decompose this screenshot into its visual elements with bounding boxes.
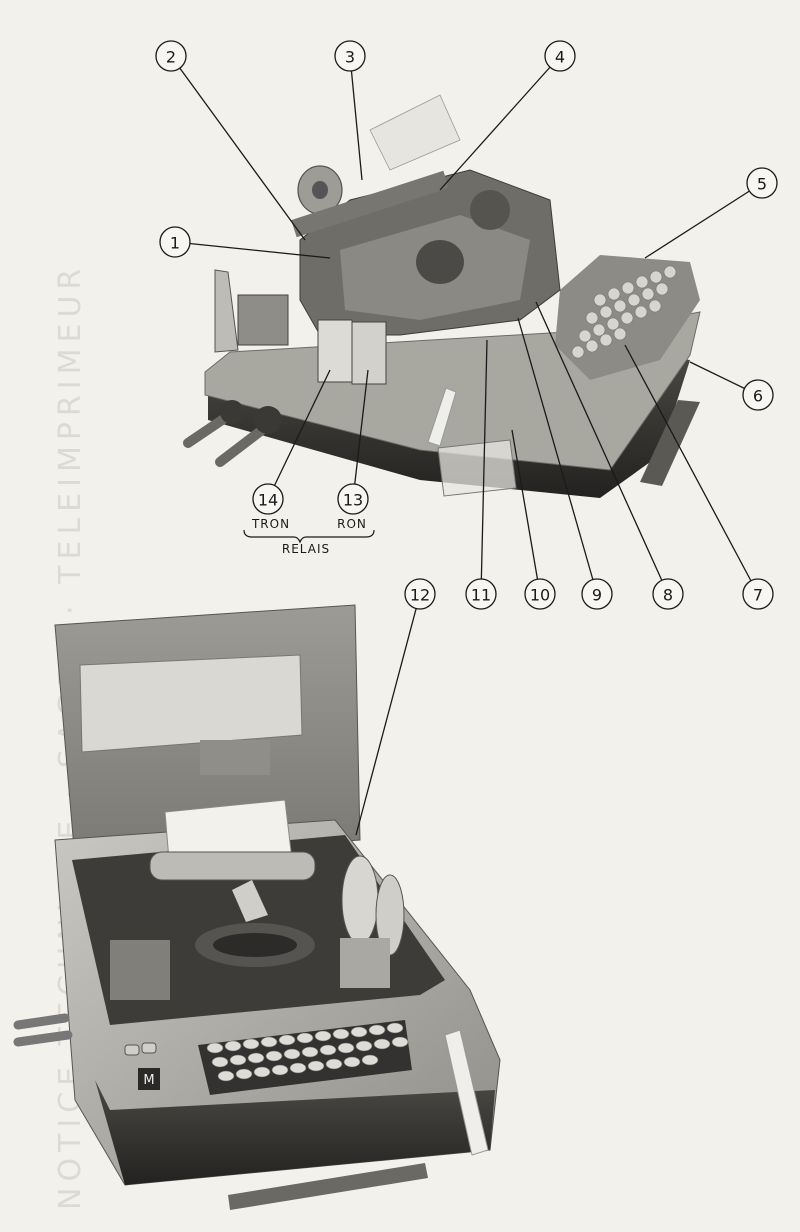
- leader-line-5: [644, 182, 763, 259]
- callout-circle-12: [404, 578, 436, 610]
- callout-number-14: 14: [258, 491, 278, 510]
- callout-6: 6: [742, 379, 774, 411]
- callout-circle-9: [581, 578, 613, 610]
- relay-ron: [351, 321, 387, 385]
- callout-circle-5: [746, 167, 778, 199]
- callout-14: 14: [252, 483, 284, 515]
- relay-group: TRON RON RELAIS: [243, 517, 375, 556]
- leader-line-8: [535, 301, 669, 595]
- leader-line-2: [170, 55, 306, 241]
- callout-leader-lines: [170, 55, 763, 836]
- callout-number-1: 1: [170, 234, 180, 253]
- callout-circle-13: [337, 483, 369, 515]
- callout-number-4: 4: [555, 48, 565, 67]
- leader-line-4: [439, 55, 561, 191]
- callout-number-5: 5: [757, 175, 767, 194]
- callout-number-12: 12: [410, 586, 430, 605]
- callout-10: 10: [524, 578, 556, 610]
- callout-12: 12: [404, 578, 436, 610]
- leader-line-14: [267, 369, 331, 500]
- relay-group-label: RELAIS: [282, 542, 330, 556]
- leader-line-9: [517, 317, 598, 595]
- relay-label-ron: RON: [337, 517, 367, 531]
- leader-line-13: [352, 369, 369, 500]
- callout-8: 8: [652, 578, 684, 610]
- callout-4: 4: [544, 40, 576, 72]
- callout-1: 1: [159, 226, 191, 258]
- callout-number-6: 6: [753, 387, 763, 406]
- callout-number-8: 8: [663, 586, 673, 605]
- callout-number-2: 2: [166, 48, 176, 67]
- leader-line-12: [355, 593, 421, 836]
- callout-number-11: 11: [471, 586, 491, 605]
- callout-circle-8: [652, 578, 684, 610]
- callout-circle-6: [742, 379, 774, 411]
- callout-number-9: 9: [592, 586, 602, 605]
- callout-11: 11: [465, 578, 497, 610]
- callout-2: 2: [155, 40, 187, 72]
- leader-line-1: [174, 241, 331, 259]
- callout-5: 5: [746, 167, 778, 199]
- callout-circle-3: [334, 40, 366, 72]
- callout-circle-2: [155, 40, 187, 72]
- callout-circle-4: [544, 40, 576, 72]
- callout-9: 9: [581, 578, 613, 610]
- callout-3: 3: [334, 40, 366, 72]
- relay-tron: [317, 319, 353, 383]
- leader-line-7: [624, 344, 759, 595]
- bottom-machine-photo: M: [13, 604, 501, 1210]
- callout-circle-7: [742, 578, 774, 610]
- leader-line-3: [349, 55, 363, 181]
- callout-circle-1: [159, 226, 191, 258]
- callout-circle-14: [252, 483, 284, 515]
- callout-circle-11: [465, 578, 497, 610]
- leader-line-10: [511, 429, 541, 595]
- callout-number-3: 3: [345, 48, 355, 67]
- callout-13: 13: [337, 483, 369, 515]
- callout-number-7: 7: [753, 586, 763, 605]
- callout-number-10: 10: [530, 586, 550, 605]
- callout-number-13: 13: [343, 491, 363, 510]
- svg-text:M: M: [143, 1073, 154, 1088]
- callout-7: 7: [742, 578, 774, 610]
- top-machine-photo: [183, 94, 701, 498]
- relay-label-tron: TRON: [251, 517, 290, 531]
- callout-circle-10: [524, 578, 556, 610]
- leader-line-11: [480, 339, 488, 595]
